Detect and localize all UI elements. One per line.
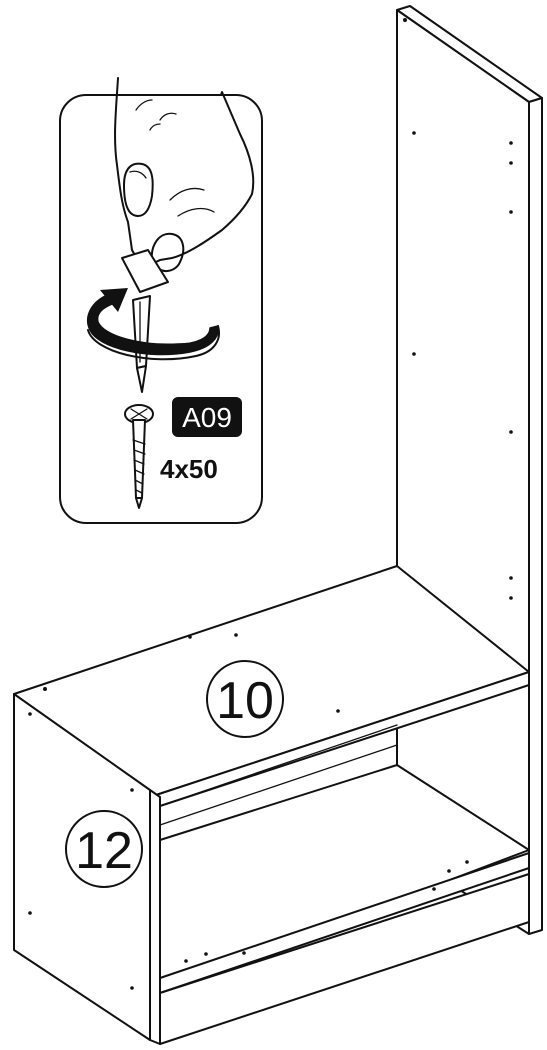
hardware-code: A09 [182,402,232,433]
inset-frame [59,94,263,524]
screwdriver-handle [121,249,169,293]
tall-panel-front-edge [528,97,543,935]
hardware-size: 4x50 [160,454,218,484]
hardware-code-badge: A09 [172,397,242,437]
part-number-12: 12 [75,822,133,880]
part-label-12: 12 [65,810,143,888]
screw-icon [124,404,154,509]
tall-panel-holes [403,18,513,600]
side-panel-edge [149,789,161,1045]
screw-shank [132,419,146,499]
hardware-inset: A09 4x50 [59,77,263,524]
lower-cabinet [13,565,530,1045]
cabinet-holes [28,633,469,990]
part-number-10: 10 [216,672,274,730]
hand-icon [114,77,255,272]
clockwise-rotation-arrow-icon [86,288,220,361]
badge-background [172,397,242,437]
part-label-10: 10 [206,660,284,738]
screwdriver-icon [121,249,169,393]
screwdriver-tip [136,365,147,393]
